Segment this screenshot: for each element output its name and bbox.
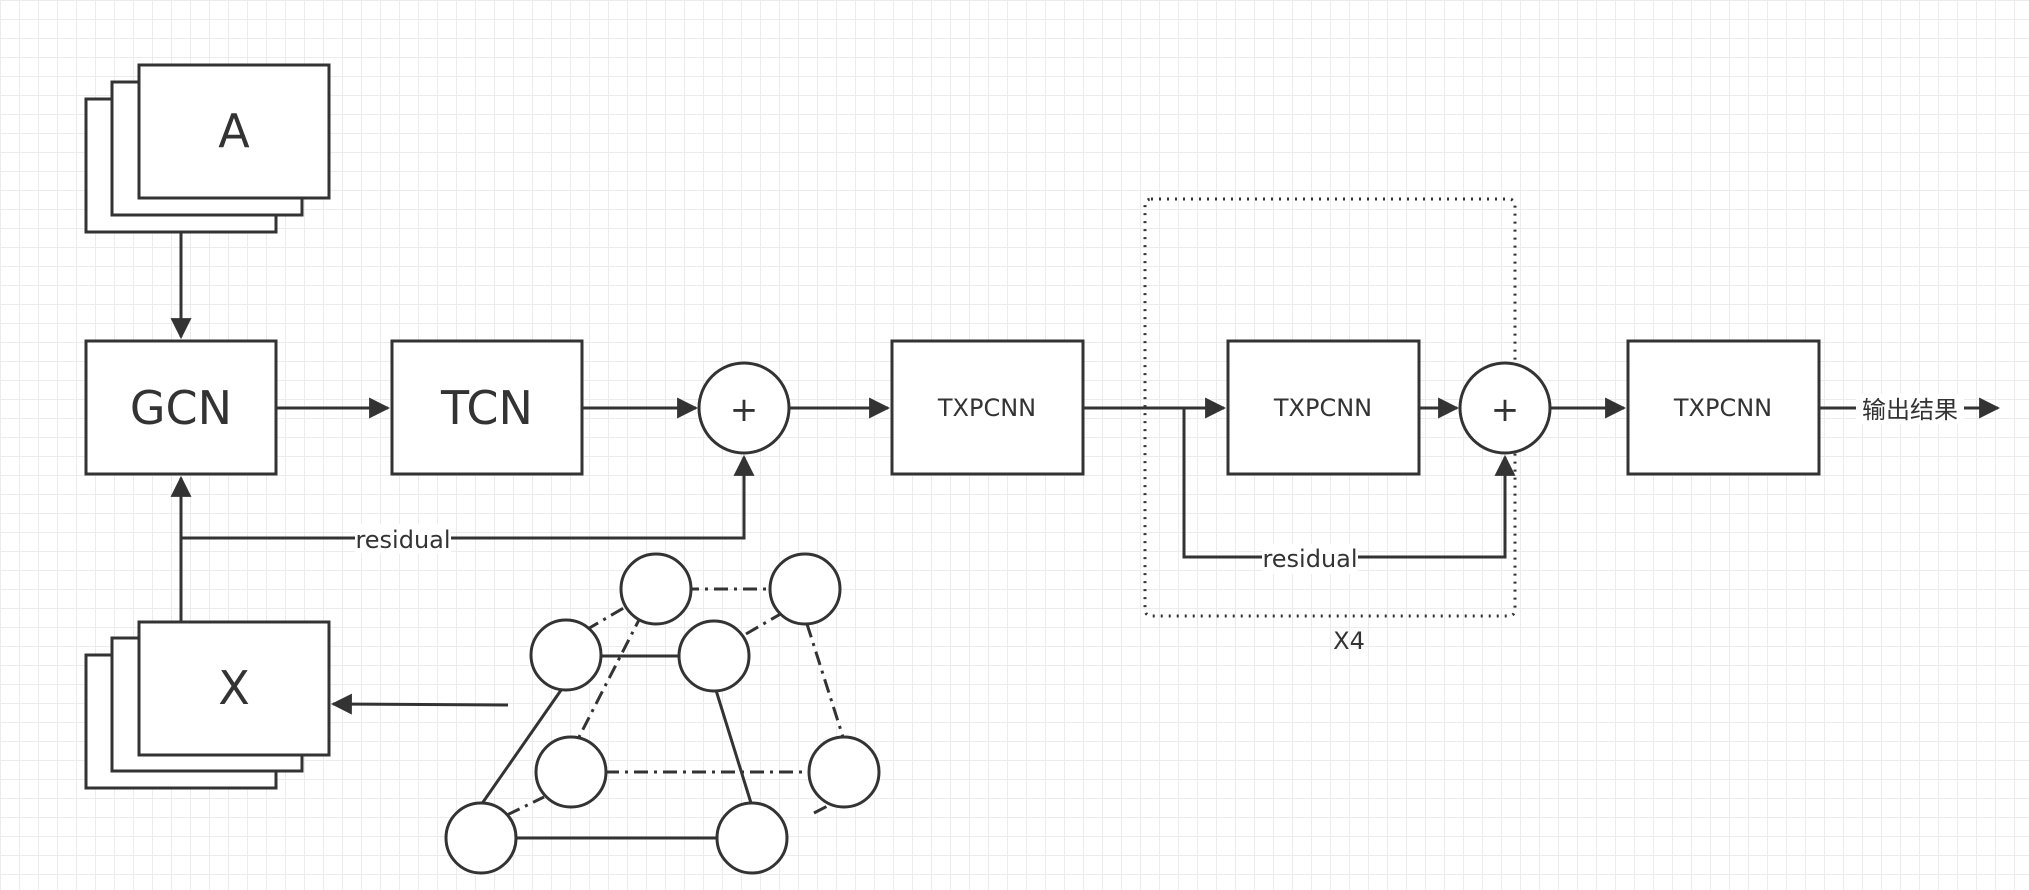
sum-node-1-label: +	[730, 390, 759, 430]
arrow-graph-to-x	[330, 693, 509, 715]
txpcnn-block-1-label: TXPCNN	[937, 394, 1036, 422]
feature-stack: X	[84, 620, 331, 790]
graph-illustration	[444, 552, 881, 875]
graph-node	[534, 735, 608, 809]
sum-node-2-label: +	[1491, 390, 1520, 430]
gcn-label: GCN	[130, 381, 232, 435]
txpcnn-block-3-label: TXPCNN	[1673, 394, 1772, 422]
graph-node	[807, 735, 881, 809]
tcn-label: TCN	[440, 381, 533, 435]
feature-block	[137, 620, 331, 757]
txpcnn-block-1	[890, 339, 1085, 476]
repeat-label: X4	[1333, 627, 1365, 655]
adjacency-block	[137, 63, 331, 200]
gcn-block	[84, 339, 278, 476]
graph-node	[715, 801, 789, 875]
adjacency-stack: A	[84, 63, 331, 234]
txpcnn-block-2-label: TXPCNN	[1273, 394, 1372, 422]
graph-node	[619, 552, 693, 626]
graph-node	[768, 552, 842, 626]
feature-label: X	[218, 661, 250, 715]
graph-node	[444, 801, 518, 875]
graph-node	[677, 619, 751, 693]
residual-label-2: residual	[1262, 545, 1357, 573]
residual-label-1: residual	[355, 526, 450, 554]
graph-node	[529, 618, 603, 692]
txpcnn-block-2	[1226, 339, 1421, 476]
tcn-block	[390, 339, 584, 476]
adjacency-label: A	[218, 104, 250, 158]
txpcnn-block-3	[1626, 339, 1821, 476]
output-label: 输出结果	[1862, 396, 1958, 424]
